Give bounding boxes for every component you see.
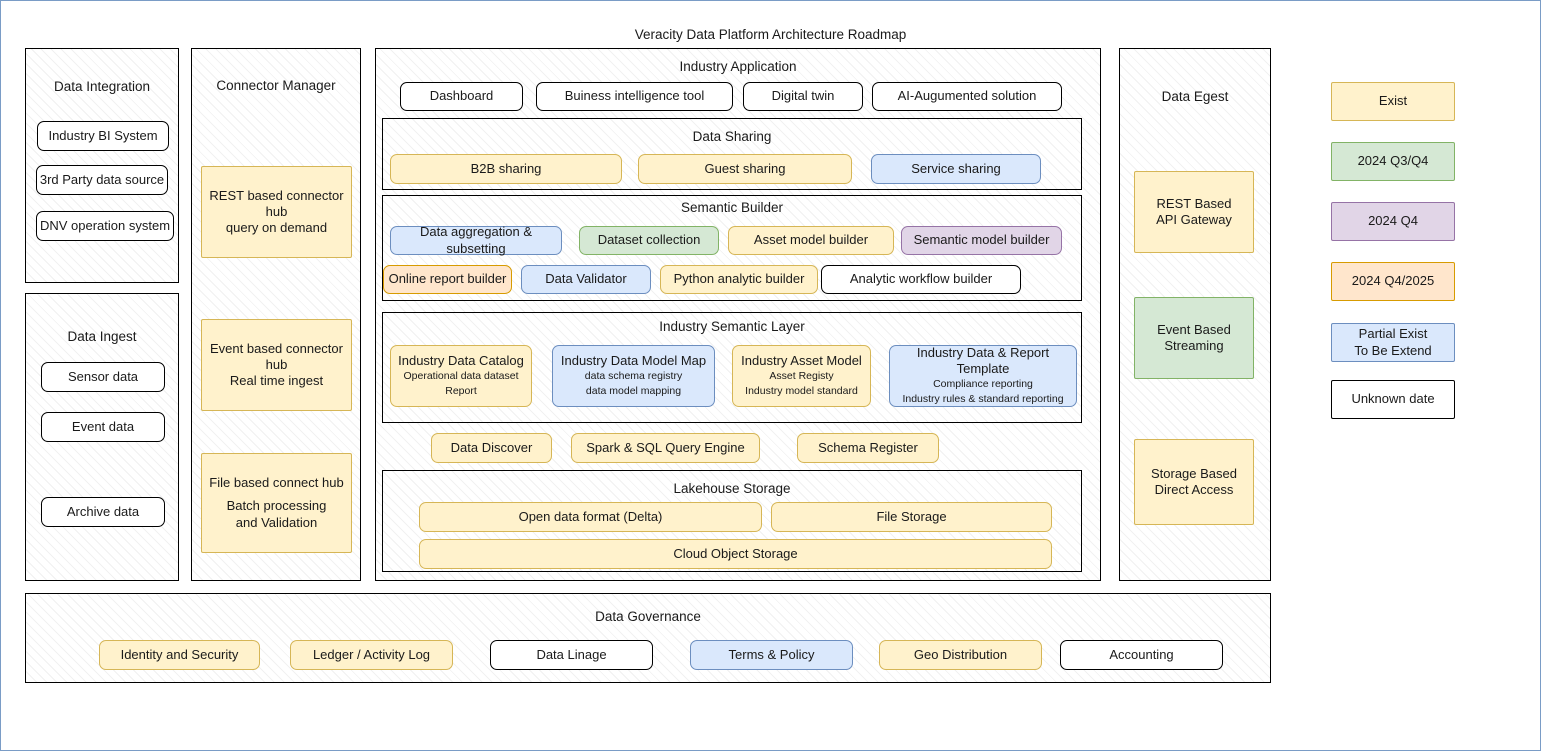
panel-title-data-sharing: Data Sharing (692, 129, 772, 144)
node-identity-and-security[interactable]: Identity and Security (99, 640, 260, 670)
node-industry-bi-system[interactable]: Industry BI System (37, 121, 169, 151)
node-business-intelligence-tool[interactable]: Buiness intelligence tool (536, 82, 733, 111)
node-data-validator[interactable]: Data Validator (521, 265, 651, 294)
node-spark-sql-query-engine[interactable]: Spark & SQL Query Engine (571, 433, 760, 463)
node-geo-distribution[interactable]: Geo Distribution (879, 640, 1042, 670)
node-terms-policy[interactable]: Terms & Policy (690, 640, 853, 670)
node-dashboard[interactable]: Dashboard (400, 82, 523, 111)
node-service-sharing[interactable]: Service sharing (871, 154, 1041, 184)
legend-item-exist[interactable]: Exist (1331, 82, 1455, 121)
node-data-aggregation-subsetting[interactable]: Data aggregation & subsetting (390, 224, 562, 256)
node-dnv-operation-system-text[interactable]: DNV operation system (36, 211, 174, 241)
node-b2b-sharing[interactable]: B2B sharing (390, 154, 622, 184)
node-accounting[interactable]: Accounting (1060, 640, 1223, 670)
panel-title-data-governance: Data Governance (595, 609, 701, 624)
node-analytic-workflow-builder[interactable]: Analytic workflow builder (821, 265, 1021, 294)
node-rest-based-connector-hub[interactable]: REST based connector hub query on demand (201, 166, 352, 258)
panel-title-industry-semantic-layer: Industry Semantic Layer (659, 319, 805, 334)
node-dataset-collection[interactable]: Dataset collection (579, 226, 719, 255)
node-event-data[interactable]: Event data (41, 412, 165, 442)
panel-title-data-integration: Data Integration (53, 79, 151, 94)
node-ai-augmented-solution[interactable]: AI-Augumented solution (872, 82, 1062, 111)
node-rest-based-api-gateway[interactable]: REST Based API Gateway (1134, 171, 1254, 253)
node-cloud-object-storage[interactable]: Cloud Object Storage (419, 539, 1052, 569)
panel-title-data-ingest: Data Ingest (67, 329, 137, 344)
node-sensor-data[interactable]: Sensor data (41, 362, 165, 392)
card-industry-asset-model[interactable]: Industry Asset Model Asset Registy Indus… (732, 345, 871, 407)
node-digital-twin[interactable]: Digital twin (743, 82, 863, 111)
node-event-based-streaming[interactable]: Event Based Streaming (1134, 297, 1254, 379)
legend-item-2024-q3-q4[interactable]: 2024 Q3/Q4 (1331, 142, 1455, 181)
node-storage-based-direct-access[interactable]: Storage Based Direct Access (1134, 439, 1254, 525)
node-event-based-connector-hub[interactable]: Event based connector hub Real time inge… (201, 319, 352, 411)
panel-title-data-egest: Data Egest (1161, 89, 1229, 104)
node-file-storage[interactable]: File Storage (771, 502, 1052, 532)
node-data-linage[interactable]: Data Linage (490, 640, 653, 670)
node-python-analytic-builder[interactable]: Python analytic builder (660, 265, 818, 294)
legend-item-unknown-date[interactable]: Unknown date (1331, 380, 1455, 419)
legend-item-2024-q4-2025[interactable]: 2024 Q4/2025 (1331, 262, 1455, 301)
page-title: Veracity Data Platform Architecture Road… (634, 27, 907, 42)
node-data-discover[interactable]: Data Discover (431, 433, 552, 463)
node-guest-sharing[interactable]: Guest sharing (638, 154, 852, 184)
node-schema-register[interactable]: Schema Register (797, 433, 939, 463)
node-file-based-connect-hub[interactable]: File based connect hub Batch processing … (201, 453, 352, 553)
panel-title-industry-application: Industry Application (679, 59, 797, 74)
panel-title-connector-manager: Connector Manager (216, 78, 336, 93)
node-asset-model-builder[interactable]: Asset model builder (728, 226, 894, 255)
node-3rd-party-data-source-text[interactable]: 3rd Party data source (36, 165, 168, 195)
panel-title-lakehouse-storage: Lakehouse Storage (673, 481, 791, 496)
panel-title-semantic-builder: Semantic Builder (680, 200, 784, 215)
node-semantic-model-builder[interactable]: Semantic model builder (901, 226, 1062, 255)
node-archive-data[interactable]: Archive data (41, 497, 165, 527)
node-online-report-builder[interactable]: Online report builder (383, 265, 512, 294)
legend-item-partial-exist[interactable]: Partial Exist To Be Extend (1331, 323, 1455, 362)
card-industry-data-report-template[interactable]: Industry Data & Report Template Complian… (889, 345, 1077, 407)
card-industry-data-catalog[interactable]: Industry Data Catalog Operational data d… (390, 345, 532, 407)
legend-item-2024-q4[interactable]: 2024 Q4 (1331, 202, 1455, 241)
node-open-data-format-delta[interactable]: Open data format (Delta) (419, 502, 762, 532)
card-industry-data-model-map[interactable]: Industry Data Model Map data schema regi… (552, 345, 715, 407)
node-ledger-activity-log[interactable]: Ledger / Activity Log (290, 640, 453, 670)
